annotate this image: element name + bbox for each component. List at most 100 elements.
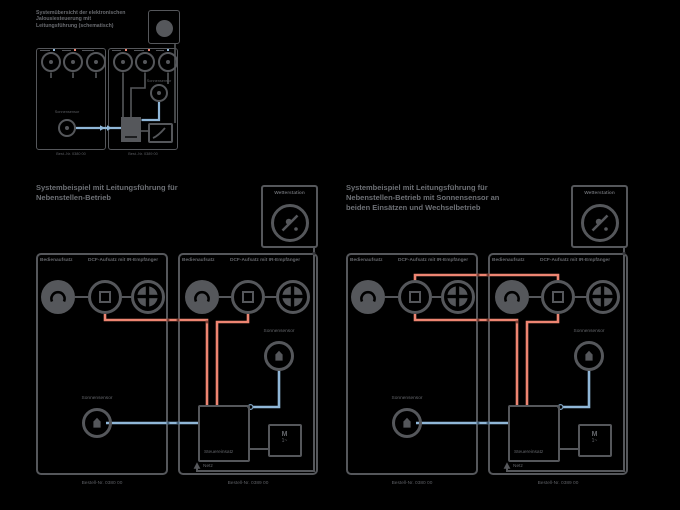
red-wire-b (525, 314, 560, 407)
mini-title-line3: Leitungsführung (schematisch) (36, 22, 114, 29)
red-wires (413, 273, 560, 407)
sun-sensor-icon (264, 341, 294, 371)
weather-sensor-icon (581, 204, 619, 242)
weather-station-label: Wetterstation (584, 191, 615, 196)
motor-box: M 1~ (268, 424, 302, 457)
mini-control-unit (121, 117, 141, 142)
motor-label-bottom: 1~ (281, 438, 288, 444)
sun-sensor-icon (392, 408, 422, 438)
mini-red-speck (148, 49, 150, 51)
gray-wires (385, 248, 625, 472)
box1-header-right: DCF-Aufsatz mit IR-Empfänger (398, 258, 469, 263)
mini-top-unit-icon (158, 52, 178, 72)
red-wires (103, 314, 250, 407)
mini-header-text-smudge (40, 49, 50, 52)
control-unit-box: Steuereinsatz (198, 405, 250, 462)
mini-sensor1-label: Sonnensensor (54, 110, 80, 114)
device-box-2 (488, 253, 628, 475)
red-wire-a (103, 314, 209, 407)
control-unit-label: Steuereinsatz (204, 450, 234, 455)
sun-sensor-icon (574, 341, 604, 371)
mini-gray-wires (50, 44, 176, 132)
diagram1-title: Systembeispiel mit Leitungsführung für N… (36, 183, 266, 203)
box2-caption: Bestell-Nr. 0389 00 (537, 481, 579, 486)
diagram1-title-line2: Nebenstellen-Betrieb (36, 193, 112, 202)
mini-red-speck (74, 49, 76, 51)
knob-top-unit-icon (41, 280, 75, 314)
mini-weather-box (148, 10, 180, 44)
mains-arrow-icon (193, 462, 201, 469)
knob-top-unit-icon (185, 280, 219, 314)
weather-station-label: Wetterstation (274, 191, 305, 196)
device-box-1 (36, 253, 168, 475)
sun-sensor-icon (58, 119, 76, 137)
mains-label: Netz (203, 464, 213, 469)
diagram2-title-line2: Nebenstellen-Betrieb mit Sonnensensor an (346, 193, 500, 202)
device-box-1 (346, 253, 478, 475)
diagram2-title-line1: Systembeispiel mit Leitungsführung für (346, 183, 488, 192)
arrow-right-icon (107, 125, 112, 131)
device-box-2 (178, 253, 318, 475)
comfort-top-unit-icon (441, 280, 475, 314)
box1-caption: Bestell-Nr. 0380 00 (81, 481, 123, 486)
motor-icon: M 1~ (580, 431, 609, 444)
mini-box2-caption: Best.-Nr. 0389 00 (128, 152, 158, 156)
standard-top-unit-icon (398, 280, 432, 314)
diagram2-wires (385, 248, 626, 472)
mini-box1-stems (50, 72, 97, 78)
comfort-top-unit-icon (131, 280, 165, 314)
box1-header-right: DCF-Aufsatz mit IR-Empfänger (88, 258, 159, 263)
blue-wires (106, 370, 281, 425)
control-unit-box: Steuereinsatz (508, 405, 560, 462)
mini-blue-wires (76, 102, 161, 130)
red-wire-b (215, 314, 250, 407)
system-example-diagram-1: Systembeispiel mit Leitungsführung für N… (30, 183, 330, 497)
mini-header-text-smudge (62, 49, 71, 52)
arrow-right-icon (100, 125, 105, 131)
weather-mains-wire (506, 248, 625, 472)
weather-sensor-icon (271, 204, 309, 242)
mini-top-unit-icon (86, 52, 106, 72)
weather-station-box: Wetterstation (571, 185, 628, 248)
knob-top-unit-icon (351, 280, 385, 314)
box2-header-right: DCF-Aufsatz mit IR-Empfänger (540, 258, 611, 263)
mini-blue-wire2 (141, 102, 161, 122)
standard-top-unit-icon (231, 280, 265, 314)
mini-red-speck (125, 49, 127, 51)
mini-box1 (36, 48, 106, 150)
motor-label-top: M (591, 431, 598, 438)
mini-header-text-smudge (112, 49, 121, 52)
comfort-top-unit-icon (586, 280, 620, 314)
gray-wires (75, 248, 315, 472)
motor-box: M 1~ (578, 424, 612, 457)
motor-label-top: M (281, 431, 288, 438)
mini-wires (50, 44, 176, 132)
weather-mains-wire (196, 248, 315, 472)
mini-blue-arrows (100, 125, 112, 131)
motor-icon: M 1~ (270, 431, 299, 444)
control-unit-label: Steuereinsatz (514, 450, 544, 455)
diagram2-title-line3: beiden Einsätzen und Wechselbetrieb (346, 203, 481, 212)
standard-top-unit-icon (88, 280, 122, 314)
mini-header-text-smudge (82, 49, 94, 52)
box1-header-left: Bedienaufsatz (40, 258, 73, 263)
sun-sensor-icon (150, 84, 168, 102)
mini-sensor2-label: Sonnensensor (146, 79, 172, 83)
diagram1-wires (75, 248, 316, 472)
mini-header-text-smudge (156, 49, 164, 52)
red-wire-a (413, 314, 519, 407)
box2-header-right: DCF-Aufsatz mit IR-Empfänger (230, 258, 301, 263)
standard-top-unit-icon (541, 280, 575, 314)
mini-blue-speck (167, 49, 169, 51)
sensor2-label: Sonnensensor (263, 329, 295, 334)
box2-header-left: Bedienaufsatz (182, 258, 215, 263)
box1-header-left: Bedienaufsatz (350, 258, 383, 263)
sun-sensor-icon (82, 408, 112, 438)
mini-top-unit-icon (113, 52, 133, 72)
weather-sensor-icon (156, 20, 173, 37)
mini-overview-diagram: Systemübersicht der elektronischen Jalou… (30, 8, 190, 160)
motor-icon (152, 127, 166, 139)
blue-wire-2 (252, 370, 281, 409)
mains-label: Netz (513, 464, 523, 469)
